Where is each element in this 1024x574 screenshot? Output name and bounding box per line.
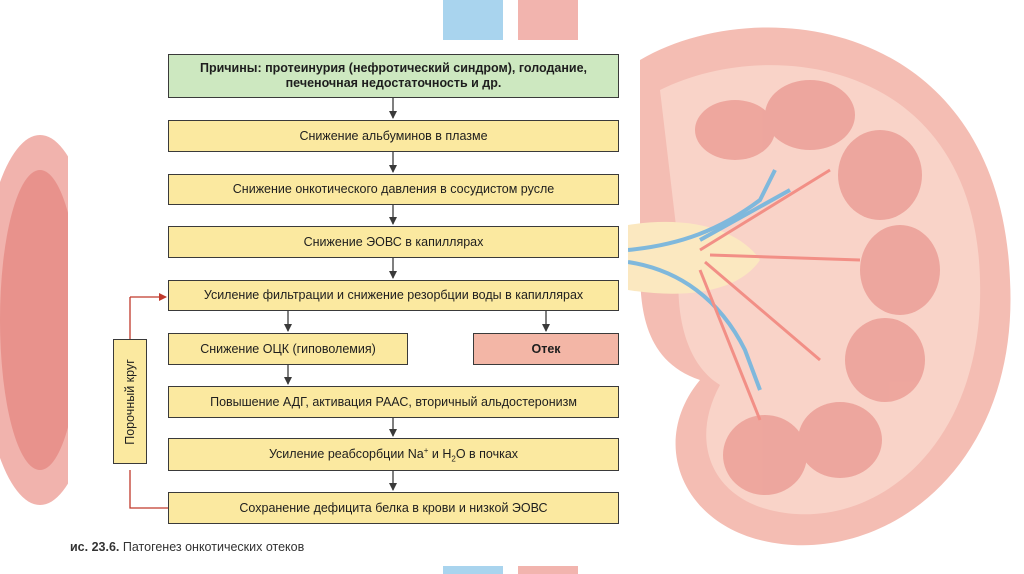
- step-oncotic-text: Снижение онкотического давления в сосуди…: [232, 182, 555, 196]
- hypovolemia-box: Снижение ОЦК (гиповолемия): [168, 333, 408, 365]
- step-albumin-text: Снижение альбуминов в плазме: [299, 128, 488, 143]
- renal-pelvis: [628, 221, 760, 294]
- causes-box: Причины: протеинурия (нефротический синд…: [168, 54, 619, 98]
- step-oncotic-box: Снижение онкотического давления в сосуди…: [168, 174, 619, 205]
- artery-stripe-top: [518, 0, 578, 42]
- step-eovs-text: Снижение ЭОВС в капиллярах: [303, 234, 484, 249]
- reabsorption-box: Усиление реабсорбции Na+ и H2O в почках: [168, 438, 619, 471]
- protein-deficit-box: Сохранение дефицита белка в крови и низк…: [168, 492, 619, 524]
- edema-text: Отек: [531, 341, 561, 356]
- step-filtration-text: Усиление фильтрации и снижение резорбции…: [203, 288, 584, 302]
- step-filtration-box: Усиление фильтрации и снижение резорбции…: [168, 280, 619, 311]
- vicious-circle-box: Порочный круг: [113, 339, 147, 464]
- reabsorption-text: Усиление реабсорбции Na+ и H2O в почках: [268, 445, 519, 464]
- renal-vessels: [627, 169, 791, 391]
- step-albumin-box: Снижение альбуминов в плазме: [168, 120, 619, 152]
- figure-caption: ис. 23.6. Патогенез онкотических отеков: [70, 540, 304, 554]
- edema-box: Отек: [473, 333, 619, 365]
- kidney-pyramids: [695, 80, 940, 495]
- feedback-line: [129, 470, 168, 509]
- hypovolemia-text: Снижение ОЦК (гиповолемия): [200, 341, 376, 356]
- adh-raas-box: Повышение АДГ, активация РААС, вторичный…: [168, 386, 619, 418]
- protein-deficit-text: Сохранение дефицита белка в крови и низк…: [239, 500, 548, 515]
- causes-text: Причины: протеинурия (нефротический синд…: [200, 61, 587, 90]
- vein-stripe-top: [443, 0, 503, 42]
- adh-raas-text: Повышение АДГ, активация РААС, вторичный…: [210, 394, 577, 409]
- caption-text: Патогенез онкотических отеков: [122, 540, 305, 554]
- caption-number: ис. 23.6.: [70, 540, 120, 554]
- step-eovs-box: Снижение ЭОВС в капиллярах: [168, 226, 619, 258]
- vicious-circle-text: Порочный круг: [123, 358, 137, 445]
